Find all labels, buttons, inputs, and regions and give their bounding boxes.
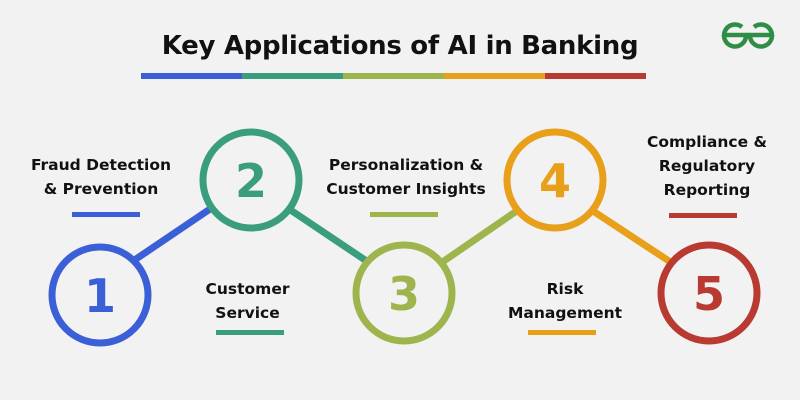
- connector-4-5: [589, 207, 676, 267]
- step-1-underline: [72, 212, 140, 217]
- step-3-label: Personalization & Customer Insights: [326, 156, 486, 198]
- connector-2-3: [285, 205, 372, 266]
- step-4-label: Risk Management: [507, 280, 623, 322]
- connector-1-2: [132, 203, 217, 263]
- title-bar-segment-olive: [343, 73, 444, 79]
- step-5-underline: [669, 213, 737, 218]
- step-1-number: 1: [84, 269, 116, 323]
- step-2-label: Customer Service: [205, 280, 290, 322]
- title-color-bar: [141, 73, 646, 79]
- step-1-circle: [48, 243, 152, 347]
- title-bar-segment-blue: [141, 73, 242, 79]
- title-bar-segment-orange: [444, 73, 545, 79]
- page-title: Key Applications of AI in Banking: [161, 31, 639, 61]
- step-3-circle: [352, 241, 456, 345]
- step-3-underline: [370, 212, 438, 217]
- step-2-circle: [199, 128, 303, 232]
- step-4-circle: [503, 128, 607, 232]
- step-3-number: 3: [388, 267, 420, 321]
- step-4-number: 4: [539, 154, 571, 208]
- step-1-label: Fraud Detection & Prevention: [30, 156, 172, 198]
- title-bar-segment-teal: [242, 73, 343, 79]
- step-2-number: 2: [235, 154, 267, 208]
- geeksforgeeks-logo-icon: [720, 20, 776, 54]
- title-bar-segment-red: [545, 73, 646, 79]
- step-5-number: 5: [693, 267, 725, 321]
- step-4-underline: [528, 330, 596, 335]
- connector-3-4: [437, 206, 522, 267]
- step-5-label: Compliance & Regulatory Reporting: [646, 133, 767, 199]
- step-5-circle: [657, 241, 761, 345]
- step-2-underline: [216, 330, 284, 335]
